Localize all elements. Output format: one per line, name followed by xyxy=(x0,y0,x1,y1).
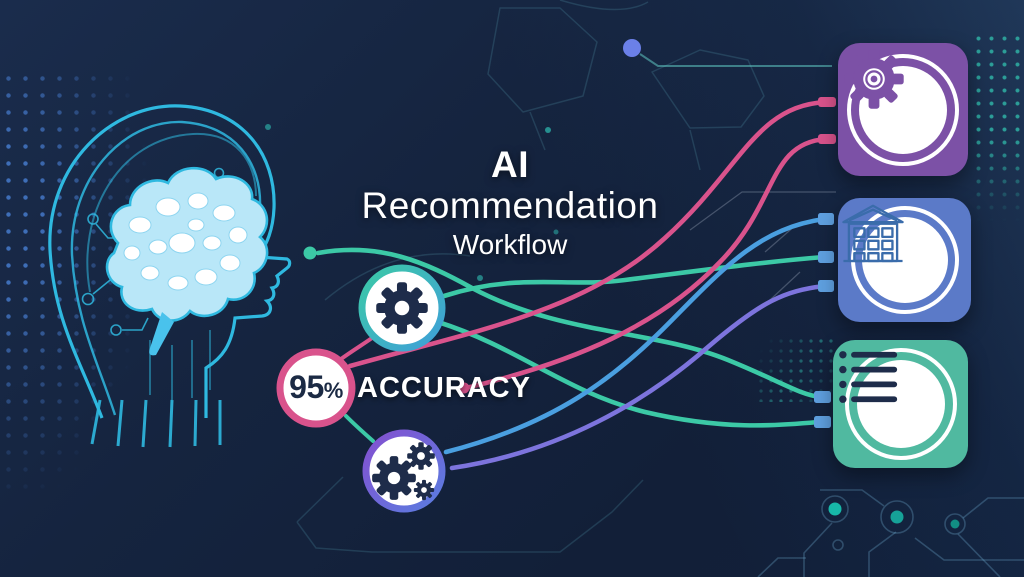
connector-stubs xyxy=(814,97,836,428)
connector-stub xyxy=(818,97,836,107)
gears-node xyxy=(362,429,446,513)
connector-stub xyxy=(814,391,831,403)
page-title: AI Recommendation Workflow xyxy=(348,144,672,260)
output-card-building xyxy=(838,198,971,322)
connector-stub xyxy=(818,134,836,144)
title-rest: Recommendation xyxy=(361,185,659,227)
connector-stub xyxy=(814,416,831,428)
title-emphasis: AI xyxy=(491,144,529,185)
line-start-dot xyxy=(458,382,470,394)
output-card-list xyxy=(833,340,968,468)
title-line2: Workflow xyxy=(452,228,568,260)
title-line1: AI Recommendation xyxy=(348,144,672,227)
accuracy-node xyxy=(276,348,356,428)
connection-gear-to-building xyxy=(441,254,827,299)
connection-gears-to-building-top xyxy=(443,216,827,455)
node-dot xyxy=(623,39,641,57)
connector-stub xyxy=(818,213,834,225)
accuracy-value: 95% xyxy=(289,369,343,405)
head-with-brain-icon xyxy=(48,104,292,448)
connection-lines xyxy=(303,99,829,471)
brain-icon xyxy=(105,166,269,356)
gear-node xyxy=(358,264,446,352)
link-accuracy-gears xyxy=(344,414,375,443)
building-icon xyxy=(842,204,904,263)
connection-gears-to-building-bottom xyxy=(449,283,827,471)
list-icon xyxy=(839,351,898,403)
output-card-gear xyxy=(838,43,968,176)
gear-icon xyxy=(376,282,428,334)
connection-accuracy-to-gearbox-top xyxy=(347,99,829,369)
nose-dot xyxy=(303,246,317,260)
link-accuracy-gear xyxy=(339,336,374,361)
connection-gear-to-list xyxy=(435,319,821,428)
gears-icon xyxy=(372,456,416,500)
gear-icon xyxy=(844,49,904,109)
connector-stub xyxy=(818,251,834,263)
connection-dot-to-gearbox xyxy=(463,136,829,391)
circuit-traces xyxy=(265,0,1024,577)
connector-stub xyxy=(818,280,834,292)
connection-nose-to-list xyxy=(315,247,823,400)
accuracy-label: ACCURACY xyxy=(357,372,531,404)
